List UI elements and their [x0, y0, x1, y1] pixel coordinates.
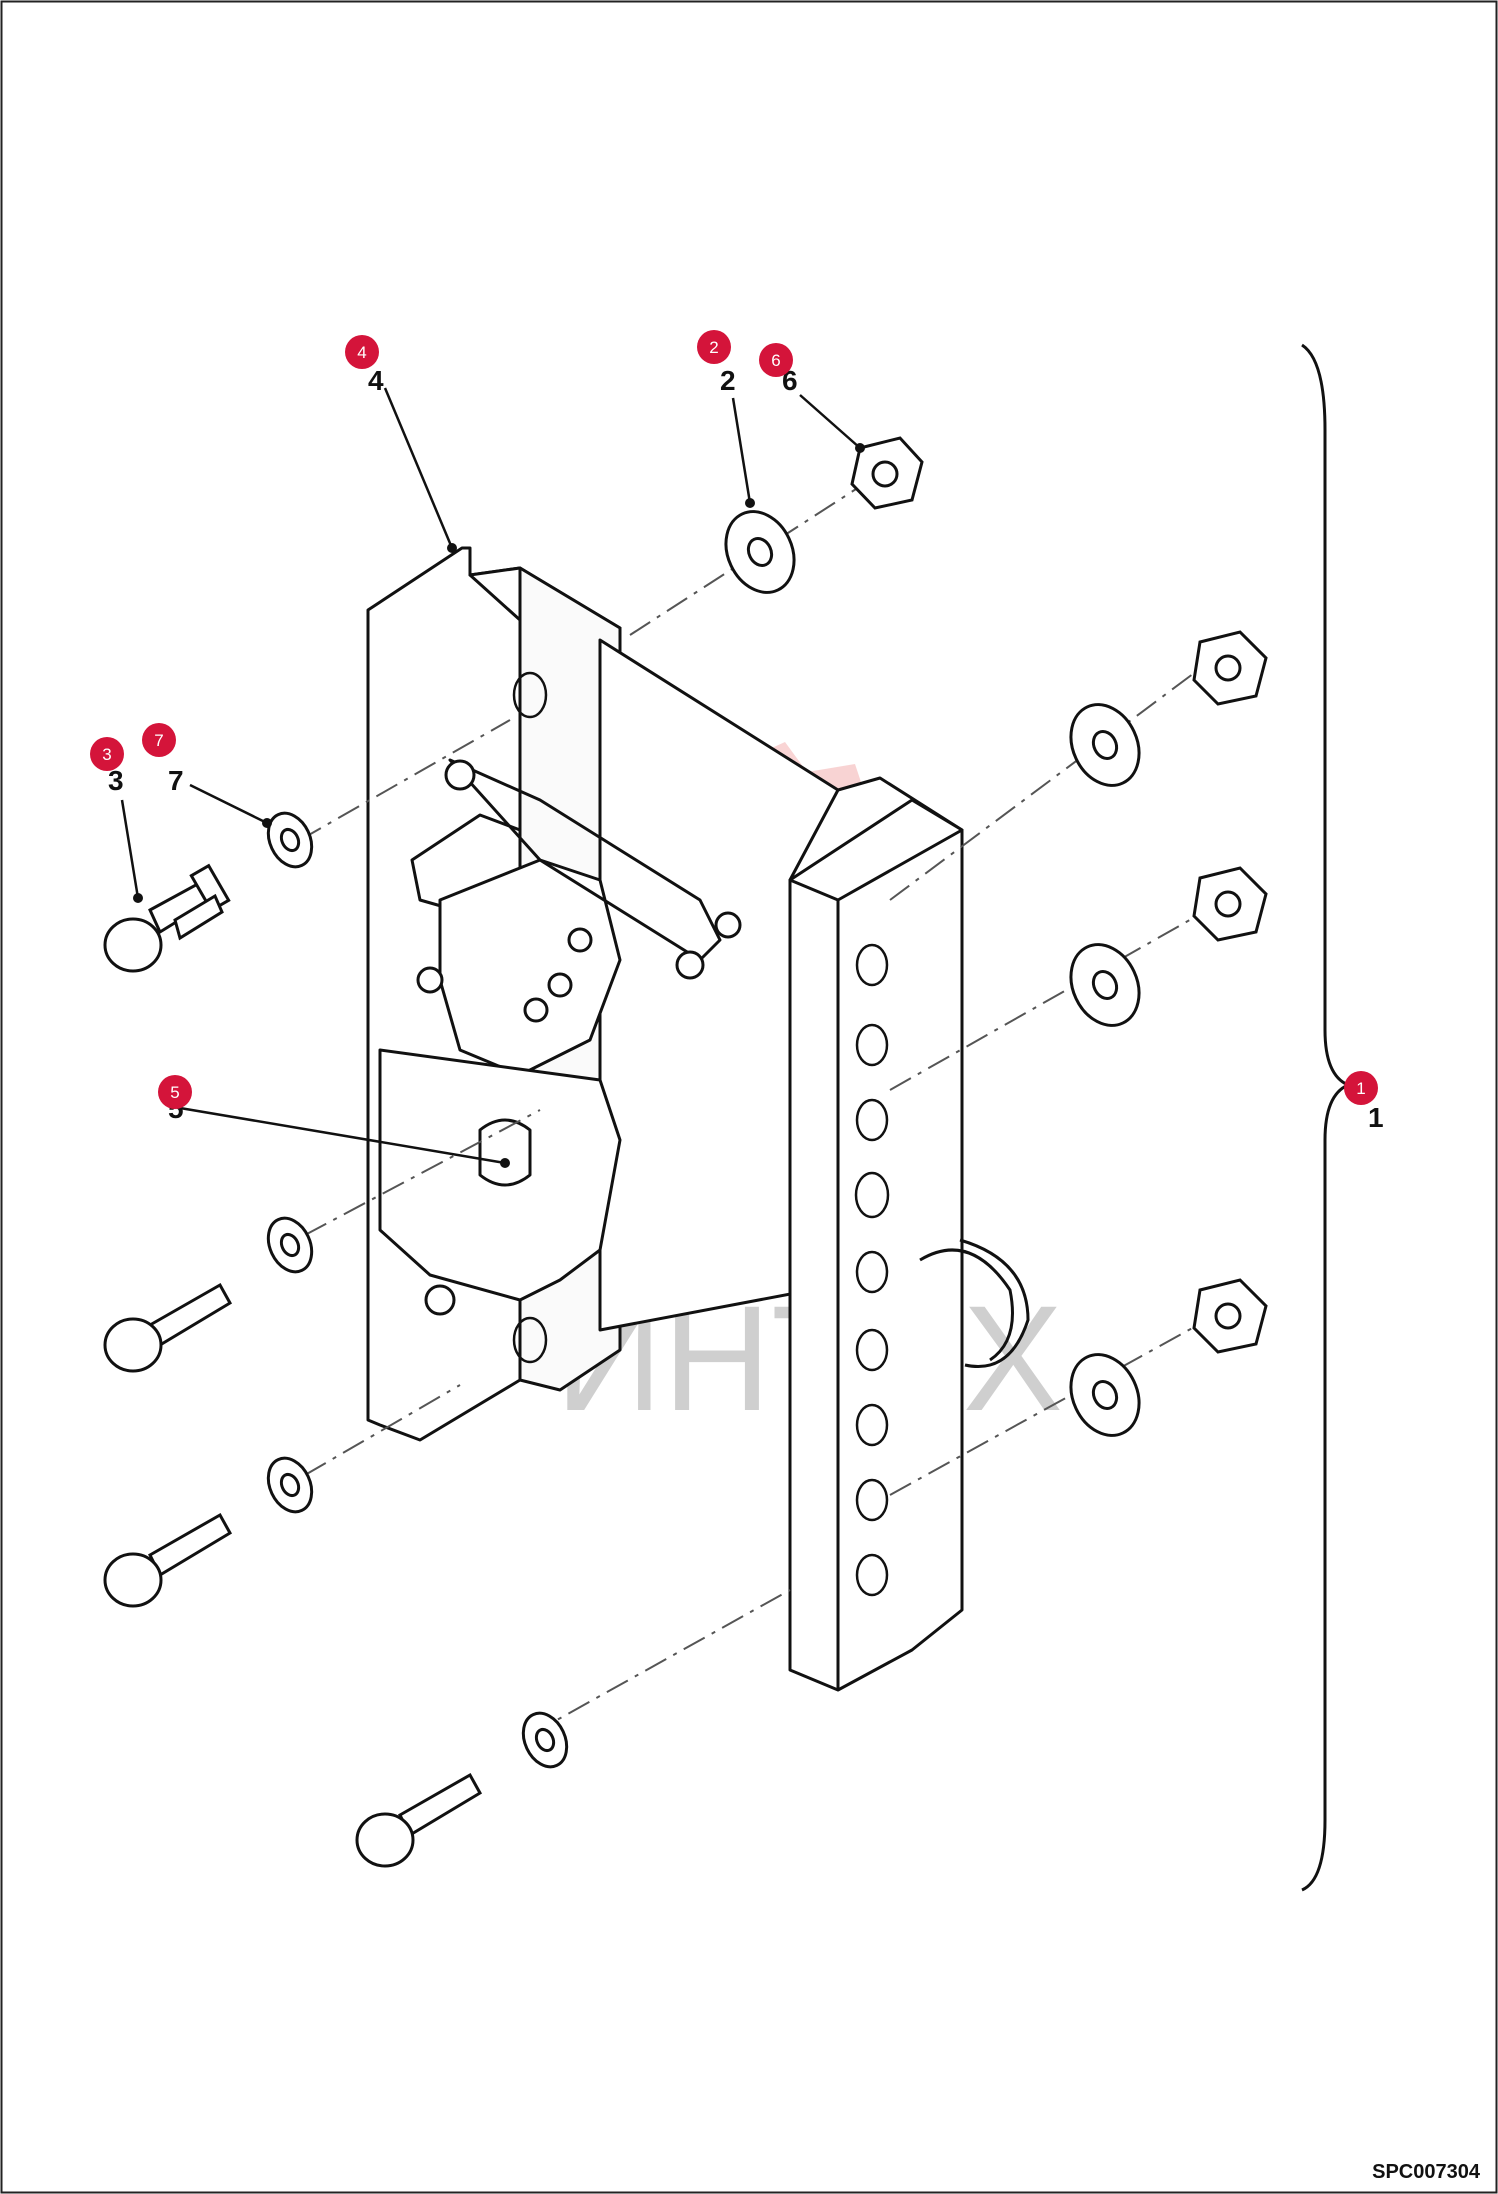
svg-text:6: 6 — [771, 351, 780, 370]
nut-and-washer-set — [724, 436, 1268, 1437]
callout-label-1: 1 — [1368, 1102, 1384, 1133]
svg-text:2: 2 — [709, 338, 718, 357]
callout-badge-3[interactable]: 3 — [90, 737, 124, 771]
svg-text:3: 3 — [102, 745, 111, 764]
svg-text:1: 1 — [1356, 1079, 1365, 1098]
callout-badge-6[interactable]: 6 — [759, 343, 793, 377]
callout-label-3: 3 — [108, 765, 124, 796]
assembly-brace — [1301, 343, 1352, 1892]
svg-text:7: 7 — [154, 731, 163, 750]
bolt-and-lockwasher-set — [103, 811, 569, 1868]
drawing-code: SPC007304 — [1372, 2161, 1481, 2183]
callout-badge-4[interactable]: 4 — [345, 335, 379, 369]
callout-badge-7[interactable]: 7 — [142, 723, 176, 757]
latch-mechanism — [378, 758, 742, 1316]
callout-label-7: 7 — [168, 765, 184, 796]
svg-text:4: 4 — [357, 343, 366, 362]
callout-badge-1[interactable]: 1 — [1344, 1071, 1378, 1105]
leader-lines — [120, 387, 861, 1165]
callout-label-4: 4 — [368, 365, 384, 396]
svg-text:5: 5 — [170, 1083, 179, 1102]
callout-badge-5[interactable]: 5 — [158, 1075, 192, 1109]
callout-badge-2[interactable]: 2 — [697, 330, 731, 364]
callout-label-2: 2 — [720, 365, 736, 396]
leader-dots — [133, 443, 865, 1168]
